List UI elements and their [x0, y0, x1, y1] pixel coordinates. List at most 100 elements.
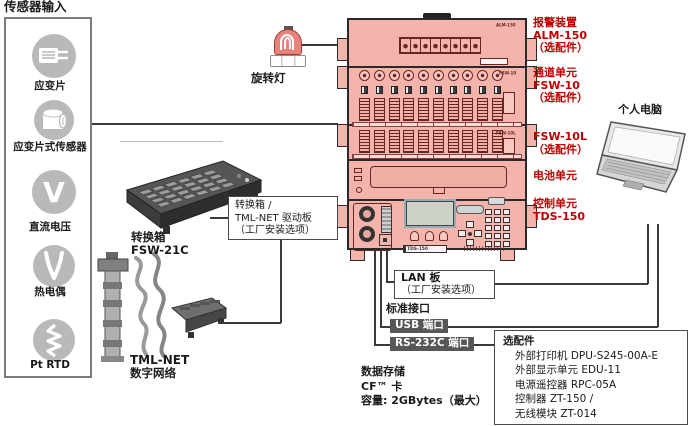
- beacon-coil: [284, 37, 291, 49]
- connector-line-sensors: [92, 123, 338, 125]
- connector-line-usb-pc-up: [657, 224, 659, 327]
- options-item: 控制器 ZT-150 /: [515, 393, 594, 405]
- tml-net-label-line2: 数字网络: [130, 366, 176, 380]
- switch-box-image: [125, 160, 263, 234]
- tds-panel-label: TDS-150: [407, 246, 429, 251]
- lan-board-line1: LAN 板: [401, 271, 441, 284]
- fsw10-panel-label: FSW-10: [499, 71, 517, 76]
- unit-label-line: （选配件）: [533, 91, 588, 104]
- connector-line-usb-pc: [448, 326, 658, 328]
- thermocouple-icon: [33, 245, 75, 287]
- sensor-label: 应变片式传感器: [13, 141, 87, 153]
- options-item: 外部显示单元 EDU-11: [515, 364, 621, 376]
- numeric-keypad: [484, 208, 514, 252]
- data-logger-device: ALM-150 FSW-10 FSW-10L: [347, 18, 527, 253]
- connector-line-usb-down: [380, 244, 382, 327]
- printer-port: [488, 197, 505, 205]
- input-connector: [359, 226, 375, 242]
- lan-board-line2: （工厂安装选项）: [401, 284, 481, 296]
- unit-divider: [349, 66, 525, 68]
- battery-screw: [356, 187, 362, 193]
- channel-switches: [361, 86, 501, 94]
- battery-indicator: [354, 176, 362, 181]
- connector-line-beacon: [301, 44, 338, 46]
- unit-label-line: ALM-150: [533, 28, 587, 42]
- connector-line-switchbox: [210, 217, 228, 219]
- unit-label-line: FSW-10: [533, 78, 580, 92]
- fsw10l-side-connector: [503, 138, 515, 154]
- pc-label: 个人电脑: [618, 103, 662, 116]
- storage-line1: CF™ 卡: [361, 380, 403, 393]
- unit-label-control: 控制单元 TDS-150: [533, 197, 585, 223]
- tds-name-plate: TDS-150: [403, 245, 447, 253]
- unit-label-line: （选配件）: [533, 142, 588, 156]
- pt-rtd-icon: [33, 319, 75, 361]
- connector-line-rs232-options: [473, 344, 494, 346]
- fsw10-side-connector: [503, 92, 515, 114]
- options-box: 选配件 外部打印机 DPU-S245-00A-E 外部显示单元 EDU-11 电…: [494, 330, 688, 425]
- lcd-display: [404, 199, 456, 228]
- toggle-switches: [410, 231, 448, 243]
- option-slot-module: [381, 206, 392, 233]
- storage-title: 数据存储: [361, 365, 405, 378]
- unit-label-line: 控制单元: [533, 197, 577, 210]
- maker-logo: [464, 246, 504, 251]
- alarm-name-plate: [480, 58, 508, 65]
- channel-terminal-blocks: [359, 98, 503, 121]
- battery-latch: [433, 187, 445, 194]
- usb-port-tag: USB 端口: [390, 319, 448, 333]
- unit-label-fsw10: 通道单元 FSW-10 （选配件）: [533, 66, 588, 105]
- connector-line-lan-down: [386, 244, 388, 282]
- carry-handle: [423, 13, 451, 19]
- sensor-label: 热电偶: [34, 286, 66, 298]
- laptop-image: [596, 121, 686, 193]
- usb-connector-pin: [383, 238, 387, 242]
- sensor-label: Pt RTD: [30, 359, 70, 371]
- connector-line-driver-down: [280, 239, 282, 323]
- tml-net-image: [97, 252, 228, 362]
- unit-label-line: 电池单元: [533, 169, 577, 182]
- unit-label-battery: 电池单元: [533, 169, 577, 183]
- unit-label-line: FSW-10L: [533, 130, 587, 143]
- beacon-cap: [284, 26, 293, 30]
- connector-line-tmlnet: [218, 322, 281, 324]
- options-item: 无线模块 ZT-014: [515, 407, 597, 420]
- rs232c-port-tag: RS-232C 端口: [390, 337, 474, 351]
- battery-slot: [370, 166, 507, 188]
- channel-terminal-blocks-l: [359, 130, 503, 153]
- unit-label-line: （选配件）: [533, 41, 588, 54]
- beacon-label: 旋转灯: [251, 71, 286, 85]
- unit-label-line: 通道单元: [533, 66, 577, 79]
- arrow-key-left: [458, 230, 466, 237]
- enter-key: [468, 232, 472, 236]
- sensor-label: 应变片: [34, 80, 66, 92]
- standard-interface-title: 标准接口: [386, 302, 430, 315]
- input-connector: [359, 206, 375, 222]
- storage-line2: 容量: 2GBytes（最大）: [361, 394, 487, 407]
- dsub-connector: [456, 205, 484, 214]
- fsw10l-panel-label: FSW-10L: [496, 131, 516, 136]
- battery-indicator: [354, 168, 362, 173]
- unit-label-alarm: 报警装置 ALM-150 （选配件）: [533, 16, 588, 55]
- lan-board-box: LAN 板 （工厂安装选项）: [394, 270, 495, 299]
- driver-board-box: 转换箱 / TML-NET 驱动板 （工厂安装选项）: [228, 196, 338, 240]
- beacon-base: [270, 55, 306, 67]
- connector-line-rs232-in: [374, 344, 390, 346]
- rotating-light-icon: [274, 29, 302, 55]
- page-title: 传感器输入: [4, 0, 67, 14]
- sensor-label: 直流电压: [29, 221, 71, 233]
- shelf-edge-line: [120, 141, 223, 142]
- tml-net-label-line1: TML-NET: [130, 353, 190, 367]
- channel-label-strip: [352, 122, 522, 127]
- driver-board-line2: TML-NET 驱动板: [235, 212, 312, 224]
- connector-line-usb-in: [380, 326, 390, 328]
- connector-line-lan-pc-up: [647, 224, 649, 284]
- alm-panel-label: ALM-150: [496, 23, 516, 28]
- arrow-key-down: [466, 239, 474, 246]
- strain-gauge-icon: [32, 34, 76, 78]
- unit-label-fsw10l: FSW-10L （选配件）: [533, 130, 588, 156]
- options-title: 选配件: [503, 335, 535, 347]
- dc-voltage-icon: V: [32, 170, 76, 214]
- unit-divider: [349, 159, 525, 161]
